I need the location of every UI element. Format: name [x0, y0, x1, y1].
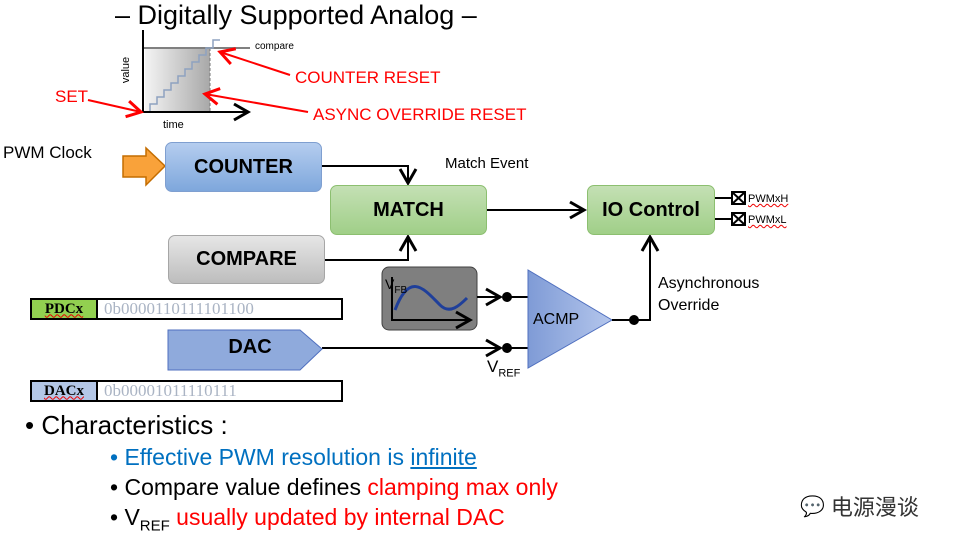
async-line1: Asynchronous: [658, 275, 760, 292]
b2-text: Compare value defines: [124, 474, 368, 500]
heading-text: Characteristics :: [41, 410, 228, 440]
value-label: value: [120, 56, 133, 84]
pdcx-label: PDCx: [32, 300, 98, 318]
async-line2: Override: [658, 297, 720, 314]
staircase: [149, 39, 220, 111]
pdcx-value: 0b0000110111101100: [104, 299, 254, 318]
pwm-clock-label: PWM Clock: [3, 143, 92, 162]
page-title: – Digitally Supported Analog –: [115, 0, 477, 30]
vfb-box: [381, 266, 478, 331]
watermark-text: 电源漫谈: [830, 495, 919, 520]
dacx-register: DACx 0b00001011110111: [30, 380, 343, 402]
dac-block: DAC: [228, 336, 272, 358]
vfb-waveform: [393, 285, 469, 311]
match-event-label: Match Event: [445, 155, 529, 172]
counter-block: COUNTER: [165, 142, 322, 192]
bullet-3: • VREF usually updated by internal DAC: [110, 504, 505, 535]
watermark: 💬电源漫谈: [800, 490, 919, 522]
vfb-label: VFB: [385, 276, 407, 296]
b3-sub: REF: [139, 517, 170, 535]
set-label: SET: [55, 87, 89, 106]
wechat-icon: 💬: [800, 495, 825, 518]
pwml-label: PWMxL: [748, 214, 787, 226]
bullet-1: • Effective PWM resolution is infinite: [110, 444, 477, 470]
vref-v: V: [487, 357, 499, 376]
vfb-v: V: [385, 276, 395, 292]
pwmh-label: PWMxH: [748, 193, 789, 205]
b3-v: V: [124, 504, 140, 530]
time-label: time: [163, 119, 184, 131]
match-block: MATCH: [330, 185, 487, 235]
pin-pwmh-icon: [731, 191, 746, 205]
acmp-label: ACMP: [533, 311, 580, 328]
io-control-block: IO Control: [587, 185, 715, 235]
bullet-2: • Compare value defines clamping max onl…: [110, 474, 558, 500]
b3-emph: usually updated by internal DAC: [169, 504, 505, 530]
dacx-value: 0b00001011110111: [104, 381, 237, 400]
pin-pwml-icon: [731, 212, 746, 226]
clock-arrow-icon: [122, 146, 167, 187]
pdcx-register: PDCx 0b0000110111101100: [30, 298, 343, 320]
b2-emph: clamping max only: [367, 474, 558, 500]
vfb-sub: FB: [394, 284, 408, 296]
compare-block: COMPARE: [168, 235, 325, 284]
compare-label: compare: [255, 41, 294, 52]
acmp-triangle: [527, 269, 613, 369]
counter-reset-label: COUNTER RESET: [295, 68, 441, 87]
b1-emph: infinite: [410, 444, 477, 470]
dac-shape: [167, 329, 323, 371]
async-reset-label: ASYNC OVERRIDE RESET: [313, 105, 527, 124]
vref-sub: REF: [498, 367, 521, 380]
vref-label: VREF: [487, 357, 520, 379]
bullet-heading: • Characteristics :: [25, 410, 228, 440]
b1-text: Effective PWM resolution is: [124, 444, 411, 470]
dacx-label: DACx: [32, 382, 98, 400]
